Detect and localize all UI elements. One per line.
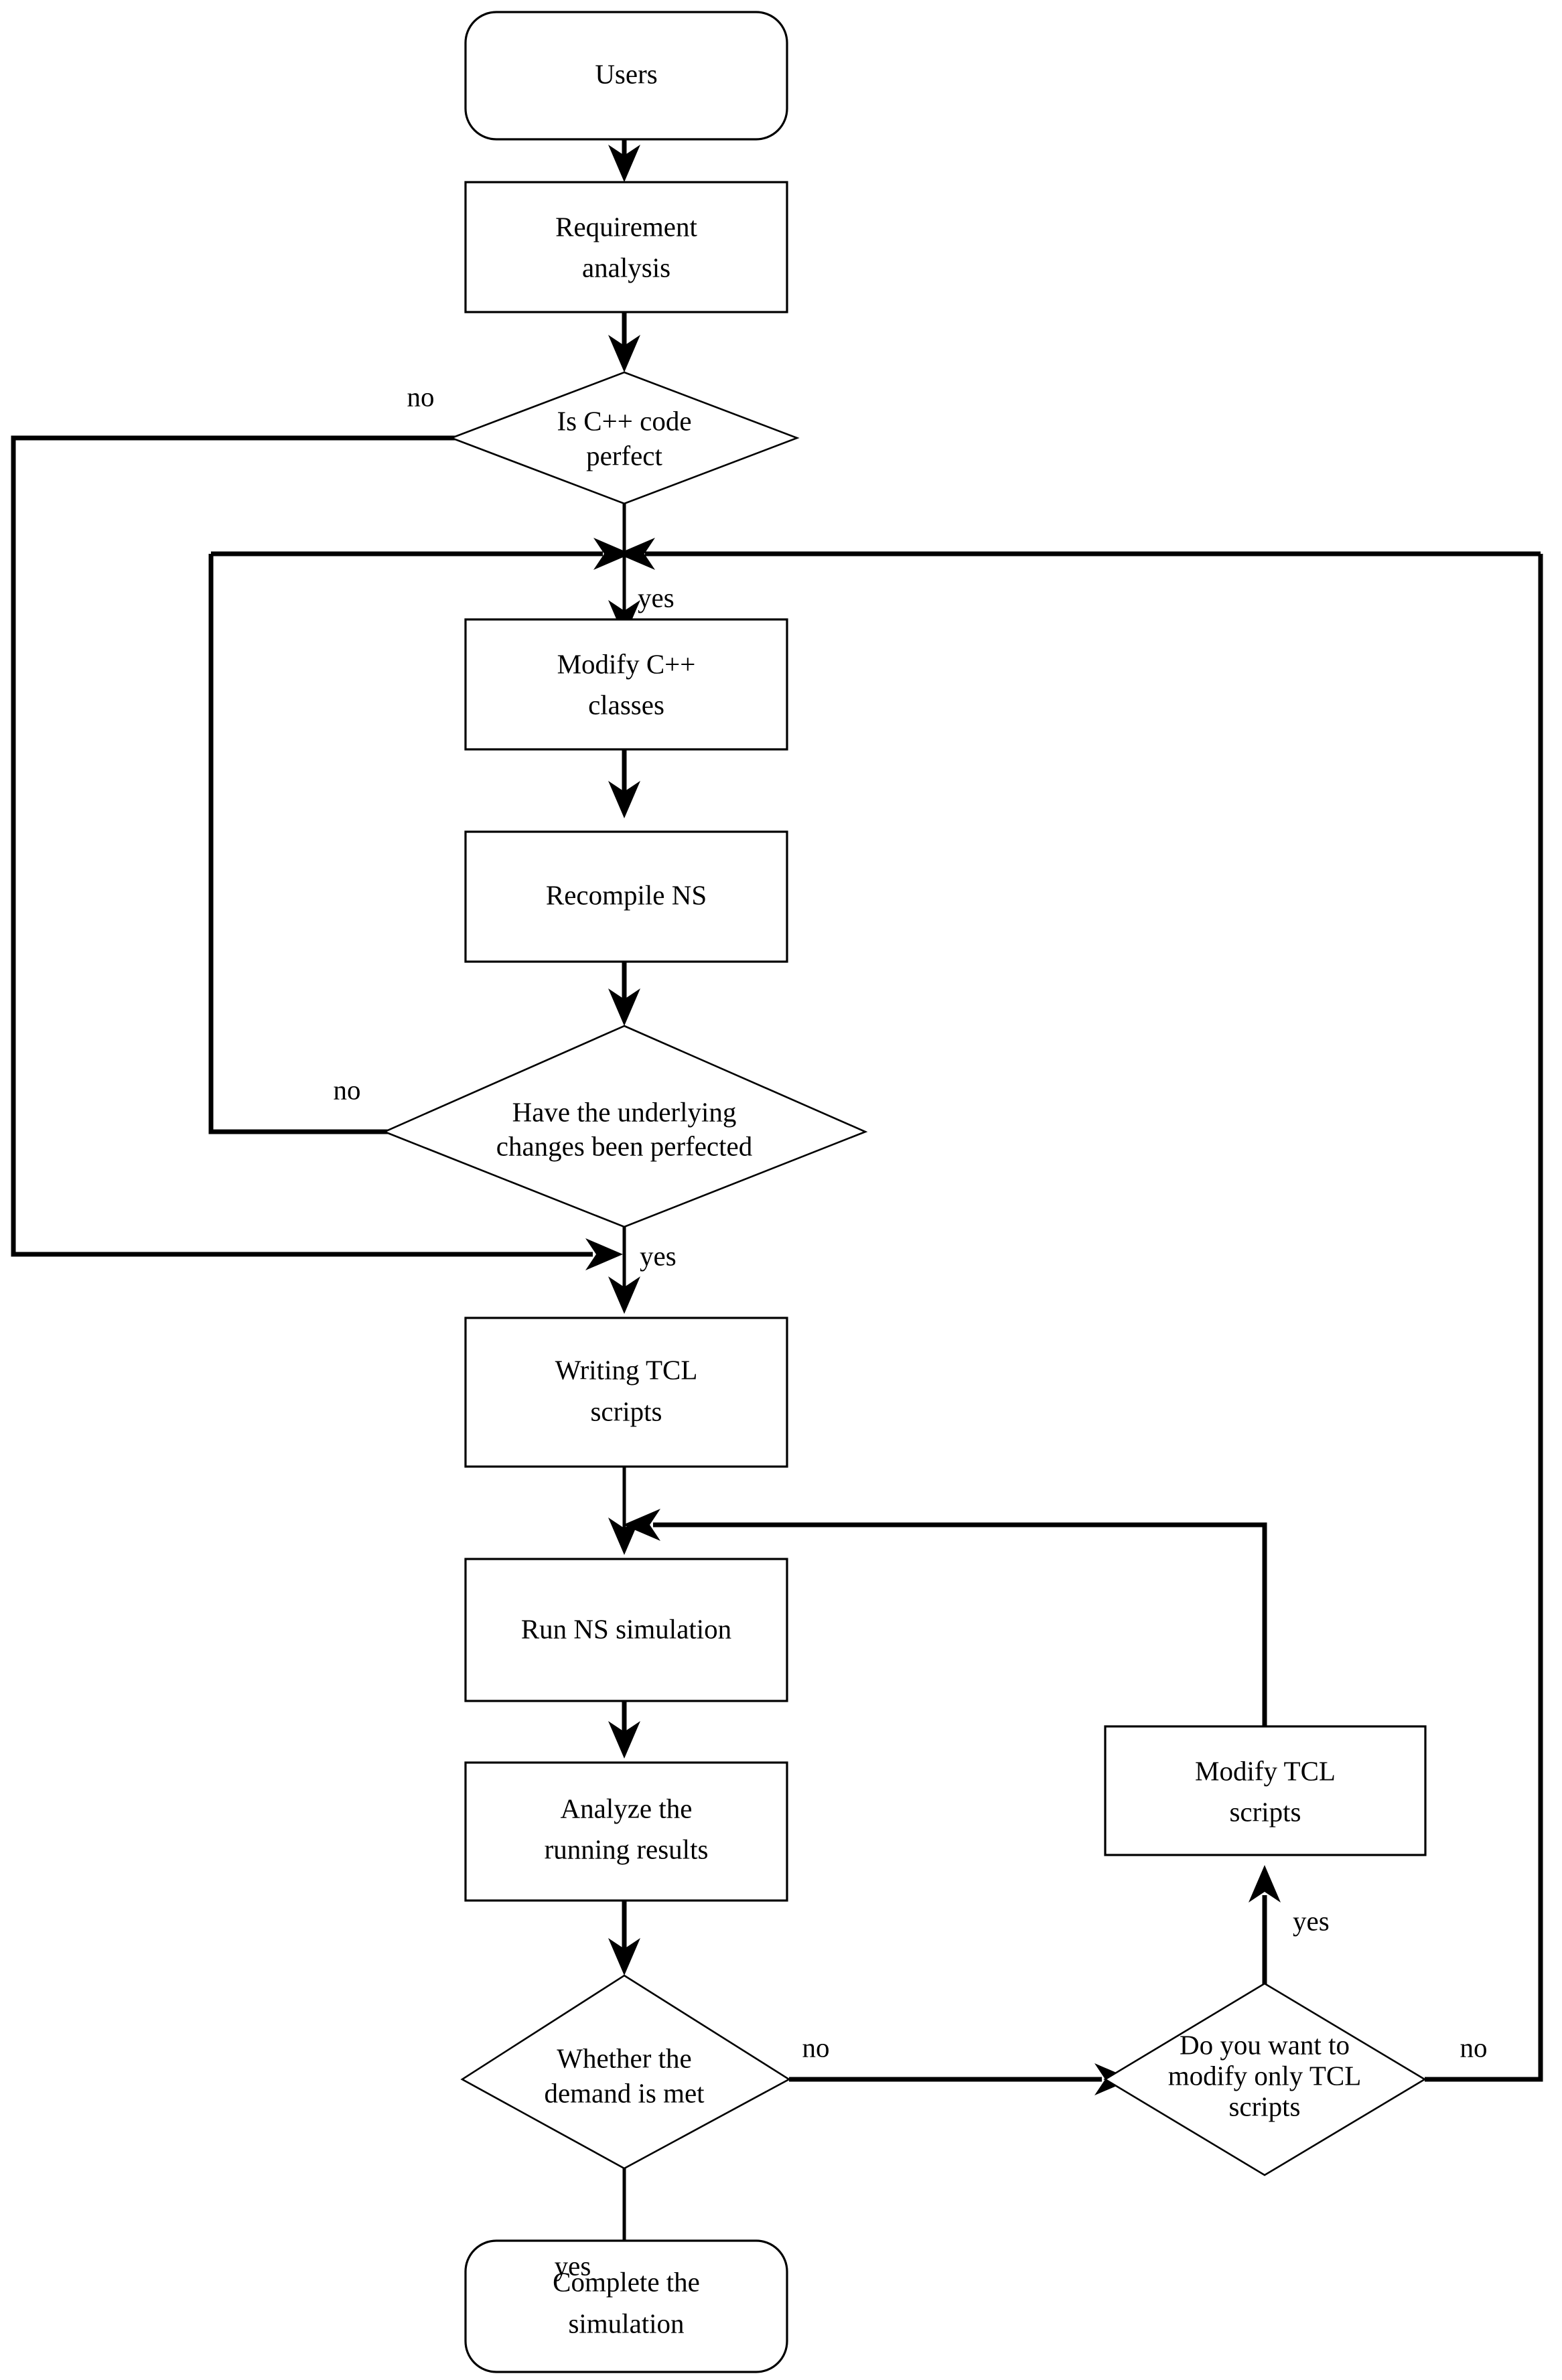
node-run-ns-simulation[interactable]: Run NS simulation xyxy=(464,1558,788,1702)
node-writing-tcl-scripts-line1: Writing TCL xyxy=(555,1354,698,1385)
node-modify-cpp-classes[interactable]: Modify C++ classes xyxy=(464,618,788,751)
node-is-cpp-perfect[interactable]: Is C++ code perfect xyxy=(449,371,800,505)
node-requirement-analysis-line1: Requirement xyxy=(555,211,697,242)
node-recompile-ns[interactable]: Recompile NS xyxy=(464,830,788,963)
node-complete-simulation[interactable]: Complete the simulation xyxy=(464,2239,788,2373)
edge-onlytcl-no xyxy=(1425,554,1543,2082)
edge-modifycpp-to-recompile xyxy=(608,749,640,818)
node-writing-tcl-scripts-line2: scripts xyxy=(590,1396,662,1426)
node-is-cpp-perfect-line1: Is C++ code xyxy=(557,405,691,436)
edge-label-cpp-no: no xyxy=(407,381,435,412)
edge-label-onlytcl-yes: yes xyxy=(1293,1905,1330,1936)
edge-requirement-to-cppcheck xyxy=(608,312,640,372)
node-analyze-running-results[interactable]: Analyze the running results xyxy=(464,1761,788,1902)
edge-changescheck-no-loop xyxy=(208,554,392,1134)
node-users[interactable]: Users xyxy=(464,11,788,141)
edge-writingtcl-to-runns xyxy=(608,1467,640,1555)
node-demand-is-met[interactable]: Whether the demand is met xyxy=(460,1974,791,2170)
node-is-cpp-perfect-line2: perfect xyxy=(586,440,662,471)
edge-runns-to-analyze xyxy=(608,1701,640,1759)
edge-label-demand-yes: yes xyxy=(555,2250,591,2281)
node-demand-is-met-line2: demand is met xyxy=(544,2077,705,2108)
node-changes-perfected[interactable]: Have the underlying changes been perfect… xyxy=(382,1025,868,1228)
node-changes-perfected-line2: changes been perfected xyxy=(496,1130,752,1161)
node-complete-simulation-line1: Complete the xyxy=(553,2266,700,2297)
node-analyze-running-results-line1: Analyze the xyxy=(561,1793,693,1824)
edge-analyze-to-demandcheck xyxy=(608,1901,640,1976)
node-modify-tcl-scripts[interactable]: Modify TCL scripts xyxy=(1104,1725,1427,1856)
node-modify-tcl-scripts-line2: scripts xyxy=(1229,1796,1301,1827)
edge-cppcheck-yes xyxy=(608,502,640,638)
node-changes-perfected-line1: Have the underlying xyxy=(512,1096,737,1127)
node-modify-only-tcl[interactable]: Do you want to modify only TCL scripts xyxy=(1103,1982,1427,2176)
edge-label-cpp-yes: yes xyxy=(638,582,674,613)
node-run-ns-simulation-label: Run NS simulation xyxy=(521,1613,731,1644)
edge-users-to-requirement xyxy=(608,139,640,182)
edge-merge-bar-modifycpp xyxy=(211,538,1541,570)
edge-label-changes-no: no xyxy=(334,1074,361,1105)
node-modify-cpp-classes-line2: classes xyxy=(588,689,664,720)
edge-label-onlytcl-no: no xyxy=(1460,2032,1488,2063)
edge-label-demand-no: no xyxy=(802,2032,830,2063)
edge-demandcheck-no xyxy=(789,2063,1132,2095)
node-modify-only-tcl-line3: scripts xyxy=(1228,2091,1300,2122)
edge-modifytcl-to-runns xyxy=(623,1509,1267,1726)
node-recompile-ns-label: Recompile NS xyxy=(546,879,707,910)
edge-label-changes-yes: yes xyxy=(640,1240,677,1271)
node-requirement-analysis-line2: analysis xyxy=(582,252,670,283)
node-modify-cpp-classes-line1: Modify C++ xyxy=(557,648,696,679)
node-demand-is-met-line1: Whether the xyxy=(557,2042,691,2073)
node-users-label: Users xyxy=(595,58,657,89)
node-modify-only-tcl-line2: modify only TCL xyxy=(1168,2060,1362,2091)
edge-changescheck-yes xyxy=(608,1225,640,1314)
node-requirement-analysis[interactable]: Requirement analysis xyxy=(464,181,788,313)
node-analyze-running-results-line2: running results xyxy=(545,1834,709,1864)
node-complete-simulation-line2: simulation xyxy=(568,2308,684,2338)
edge-cppcheck-no-outer-loop xyxy=(11,435,623,1270)
node-modify-only-tcl-line1: Do you want to xyxy=(1180,2029,1350,2060)
node-writing-tcl-scripts[interactable]: Writing TCL scripts xyxy=(464,1317,788,1468)
node-modify-tcl-scripts-line1: Modify TCL xyxy=(1195,1755,1336,1786)
edge-recompile-to-changescheck xyxy=(608,962,640,1026)
